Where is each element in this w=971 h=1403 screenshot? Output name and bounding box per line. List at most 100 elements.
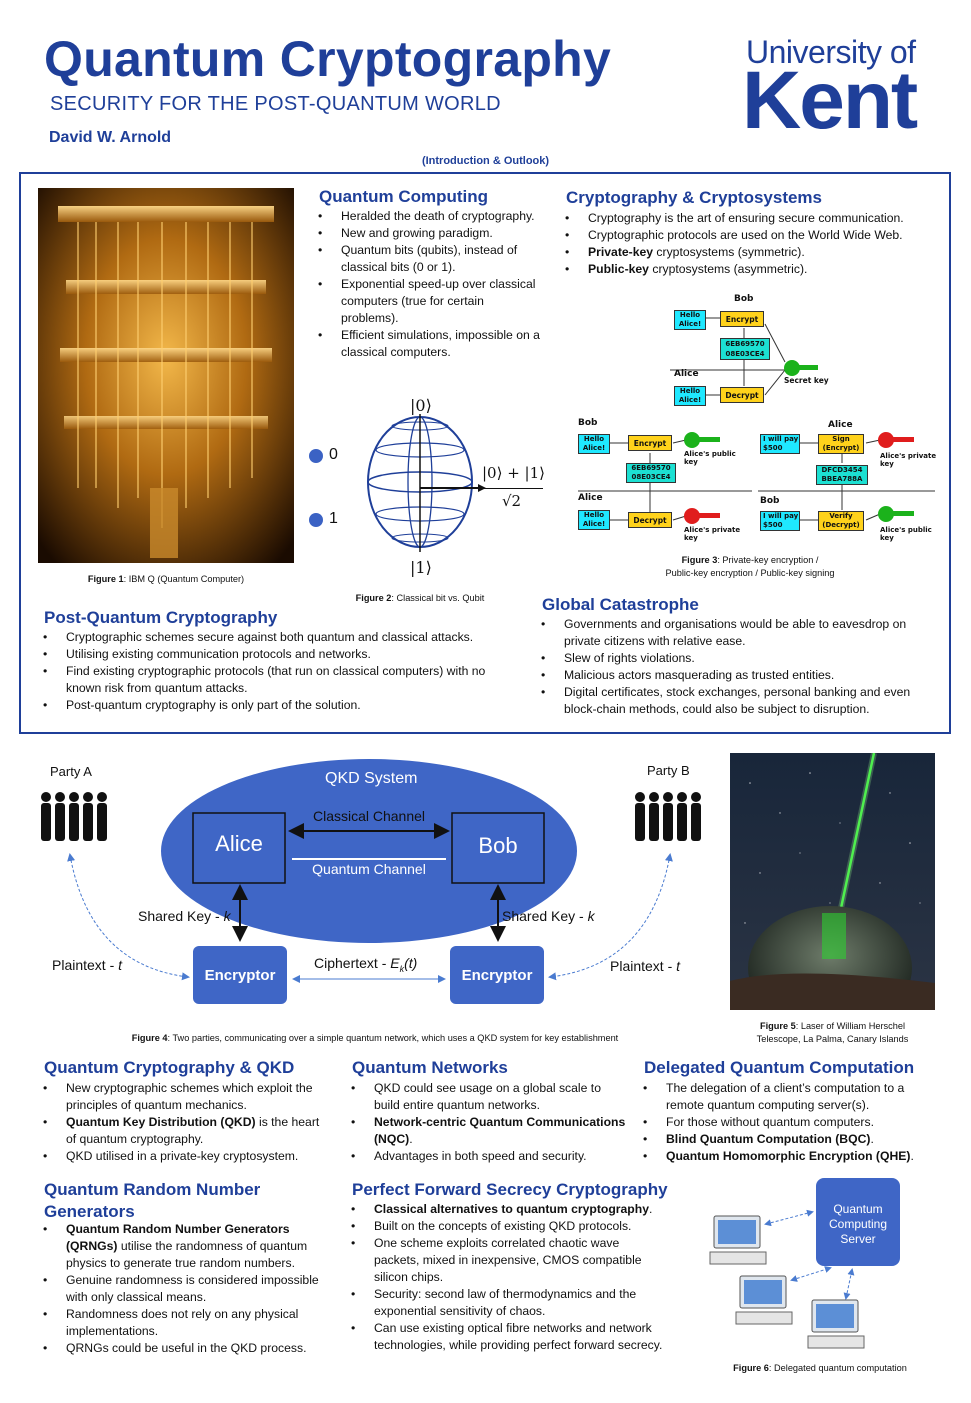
superposition-numerator: |0⟩ + |1⟩: [482, 464, 546, 482]
list-item: Network-centric Quantum Communications (…: [349, 1114, 627, 1148]
figure-6-caption: Figure 6: Delegated quantum computation: [733, 1363, 907, 1373]
figure-3-caption: Figure 3: Private-key encryption / Publi…: [665, 555, 835, 578]
quantum-computing-heading: Quantum Computing: [319, 187, 489, 206]
poster-title: Quantum Cryptography: [44, 31, 612, 87]
list-item: Post-quantum cryptography is only part o…: [41, 697, 519, 714]
delegated-list: The delegation of a client’s computation…: [641, 1080, 943, 1165]
list-item: Can use existing optical fibre networks …: [349, 1320, 665, 1354]
list-item: Quantum Random Number Generators (QRNGs)…: [41, 1221, 331, 1272]
private-key-label: Alice's private key: [684, 526, 741, 542]
qkd-system-label: QKD System: [325, 770, 418, 787]
list-item: Genuine randomness is considered impossi…: [41, 1272, 331, 1306]
ket-one: |1⟩: [410, 558, 432, 577]
party-b-icon: [635, 792, 701, 841]
list-item: QKD utilised in a private-key cryptosyst…: [41, 1148, 331, 1165]
public-key-label: Alice's public key: [684, 450, 736, 466]
list-item: Public-key cryptosystems (asymmetric).: [563, 261, 945, 278]
classical-bit-one: 1: [329, 510, 338, 527]
fraction-bar: [483, 488, 543, 489]
figure-5-caption: Figure 5: Laser of William Herschel Tele…: [756, 1021, 909, 1044]
qkd-alice: Alice: [215, 831, 263, 856]
qrng-heading: Quantum Random Number Generators: [44, 1180, 261, 1221]
list-item: Quantum Key Distribution (QKD) is the he…: [41, 1114, 331, 1148]
delegated-diagram: Quantum Computing Server: [700, 1172, 940, 1352]
logo-kent: Kent: [742, 55, 918, 146]
classical-channel-label: Classical Channel: [312, 808, 426, 824]
list-item: Blind Quantum Computation (BQC).: [641, 1131, 943, 1148]
hello-box-received: Hello Alice!: [674, 386, 706, 406]
pay-box-received: I will pay $500: [760, 511, 800, 531]
post-quantum-heading: Post-Quantum Cryptography: [44, 608, 278, 627]
list-item: Private-key cryptosystems (symmetric).: [563, 244, 945, 261]
section-tag: (Introduction & Outlook): [421, 155, 550, 167]
classical-bit-zero: 0: [329, 446, 338, 463]
list-item: Cryptographic protocols are used on the …: [563, 227, 945, 244]
qc-qkd-heading: Quantum Cryptography & QKD: [44, 1058, 295, 1077]
qc-qkd-list: New cryptographic schemes which exploit …: [41, 1080, 331, 1165]
decrypt-box-public: Decrypt: [628, 512, 672, 528]
quantum-server-label: Quantum Computing Server: [828, 1202, 888, 1246]
list-item: Cryptography is the art of ensuring secu…: [563, 210, 945, 227]
party-b-label: Party B: [647, 763, 690, 778]
post-quantum-list: Cryptographic schemes secure against bot…: [41, 629, 519, 714]
cryptosystems-heading: Cryptography & Cryptosystems: [566, 188, 823, 207]
pfs-list: Classical alternatives to quantum crypto…: [349, 1201, 665, 1354]
pfs-heading: Perfect Forward Secrecy Cryptography: [352, 1180, 668, 1199]
decrypt-box: Decrypt: [720, 387, 764, 403]
computer-icon: [709, 1215, 767, 1265]
pay-box: I will pay $500: [760, 434, 800, 454]
list-item: For those without quantum computers.: [641, 1114, 943, 1131]
figure-4-caption: Figure 4: Two parties, communicating ove…: [131, 1033, 619, 1043]
university-logo: University of Kent: [740, 30, 940, 146]
list-item: Slew of rights violations.: [539, 650, 939, 667]
list-item: Exponential speed-up over classical comp…: [316, 276, 544, 327]
delegated-heading: Delegated Quantum Computation: [644, 1058, 915, 1077]
shared-key-right: Shared Key - k: [502, 908, 595, 924]
ciphertext-label: Ciphertext - Ek(t): [314, 955, 418, 974]
encryptor-right: Encryptor: [461, 967, 533, 984]
hello-box-public: Hello Alice!: [578, 434, 610, 454]
alice-label: Alice: [674, 369, 699, 379]
list-item: Randomness does not rely on any physical…: [41, 1306, 331, 1340]
ibm-q-photo: [38, 188, 294, 563]
encrypt-box: Encrypt: [720, 311, 764, 327]
computer-icon: [735, 1275, 793, 1325]
verify-box: Verify (Decrypt): [818, 511, 864, 531]
bob-label-public: Bob: [578, 418, 598, 428]
bob-label-signing: Bob: [760, 496, 780, 506]
logo-university-of: University of: [746, 34, 916, 70]
list-item: Governments and organisations would be a…: [539, 616, 939, 650]
alice-label-public: Alice: [578, 493, 603, 503]
alice-label-signing: Alice: [828, 420, 853, 430]
qrng-list: Quantum Random Number Generators (QRNGs)…: [41, 1221, 331, 1357]
list-item: Security: second law of thermodynamics a…: [349, 1286, 665, 1320]
encrypt-box-public: Encrypt: [628, 435, 672, 451]
superposition-denominator: √2: [502, 492, 522, 510]
computer-icon: [807, 1299, 865, 1349]
sign-box: Sign (Encrypt): [818, 434, 864, 454]
secret-key-label: Secret key: [784, 376, 829, 385]
party-a-icon: [41, 792, 107, 841]
networks-list: QKD could see usage on a global scale to…: [349, 1080, 627, 1165]
qubit-diagram: |0⟩ |1⟩ 0 1 |0⟩ + |1⟩ √2: [300, 392, 550, 582]
hello-box-public-received: Hello Alice!: [578, 510, 610, 530]
telescope-laser-photo: [730, 753, 935, 1010]
ket-zero: |0⟩: [410, 396, 432, 415]
list-item: Advantages in both speed and security.: [349, 1148, 627, 1165]
list-item: Quantum Homomorphic Encryption (QHE).: [641, 1148, 943, 1165]
introduction-box: [19, 172, 951, 734]
list-item: New and growing paradigm.: [316, 225, 544, 242]
poster-subtitle: SECURITY FOR THE POST-QUANTUM WORLD: [50, 93, 501, 115]
list-item: Built on the concepts of existing QKD pr…: [349, 1218, 665, 1235]
list-item: New cryptographic schemes which exploit …: [41, 1080, 331, 1114]
bob-label: Bob: [734, 294, 754, 304]
figure-1-caption: Figure 1: IBM Q (Quantum Computer): [87, 574, 245, 584]
list-item: Quantum bits (qubits), instead of classi…: [316, 242, 544, 276]
shared-key-left: Shared Key - k: [138, 908, 231, 924]
list-item: Utilising existing communication protoco…: [41, 646, 519, 663]
list-item: QRNGs could be useful in the QKD process…: [41, 1340, 331, 1357]
list-item: Malicious actors masquerading as trusted…: [539, 667, 939, 684]
